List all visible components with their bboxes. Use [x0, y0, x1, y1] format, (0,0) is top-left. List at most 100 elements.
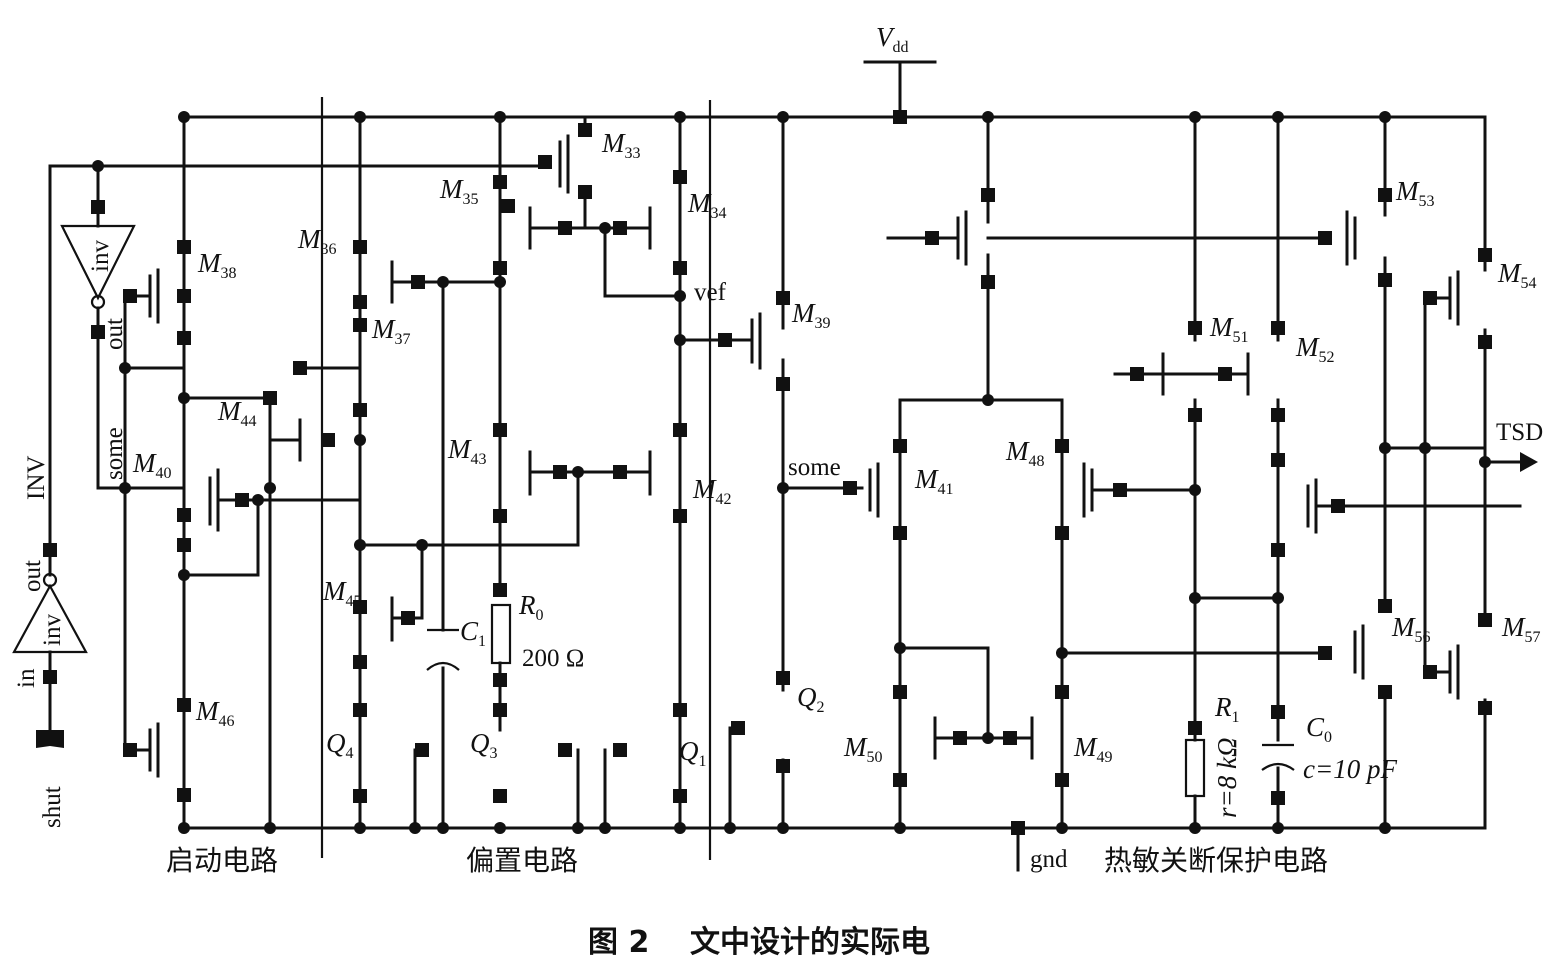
transistor-label-m52: M52: [1295, 332, 1335, 366]
terminal-square: [776, 759, 790, 773]
terminal-square: [177, 788, 191, 802]
terminal-square: [493, 673, 507, 687]
junction-dot: [494, 276, 506, 288]
transistor-label-m46: M46: [195, 696, 235, 730]
terminal-square: [91, 200, 105, 214]
terminal-square: [1478, 701, 1492, 715]
terminal-square: [321, 433, 335, 447]
junction-dot: [409, 822, 421, 834]
terminal-square: [1378, 599, 1392, 613]
junction-dot: [777, 822, 789, 834]
terminal-square: [578, 123, 592, 137]
inv-label: INV: [23, 456, 50, 500]
some-label-q2: some: [788, 454, 841, 481]
terminal-square: [1055, 773, 1069, 787]
junction-dot: [178, 822, 190, 834]
terminal-square: [673, 509, 687, 523]
transistor-label-m34: M34: [687, 188, 727, 222]
junction-dot: [572, 822, 584, 834]
terminal-square: [1271, 705, 1285, 719]
terminal-square: [981, 188, 995, 202]
transistor-label-m50: M50: [843, 732, 883, 766]
junction-dot: [119, 482, 131, 494]
terminal-square: [673, 703, 687, 717]
junction-dot: [1479, 456, 1491, 468]
q4-label: Q4: [326, 728, 354, 762]
terminal-square: [493, 789, 507, 803]
junction-dot: [777, 482, 789, 494]
transistor-label-m38: M38: [197, 248, 237, 282]
inv-gate-label-2: inv: [39, 614, 66, 646]
terminal-square: [177, 508, 191, 522]
terminal-square: [401, 611, 415, 625]
terminal-square: [613, 743, 627, 757]
gnd-label: gnd: [1030, 846, 1068, 873]
junction-dot: [1189, 592, 1201, 604]
out-label-1: out: [101, 318, 128, 350]
junction-dot: [674, 334, 686, 346]
terminal-square: [177, 698, 191, 712]
c1-label: C1: [460, 616, 486, 650]
terminal-square: [1055, 526, 1069, 540]
junction-dot: [494, 822, 506, 834]
terminal-square: [1478, 248, 1492, 262]
terminal-square: [353, 403, 367, 417]
junction-dot: [416, 539, 428, 551]
terminal-square: [353, 600, 367, 614]
junction-dot: [1189, 822, 1201, 834]
terminal-square: [1271, 791, 1285, 805]
junction-dot: [354, 434, 366, 446]
some-label-left: some: [101, 427, 128, 480]
transistor-label-m42: M42: [692, 474, 732, 508]
terminal-square: [177, 289, 191, 303]
terminal-square: [501, 199, 515, 213]
q2-label: Q2: [797, 682, 825, 716]
transistor-label-m41: M41: [914, 464, 954, 498]
terminals: [43, 110, 1492, 835]
terminal-square: [353, 318, 367, 332]
junction-dot: [252, 494, 264, 506]
terminal-square: [1271, 408, 1285, 422]
terminal-square: [123, 743, 137, 757]
shut-label: shut: [39, 786, 66, 828]
terminal-square: [538, 155, 552, 169]
transistor-label-m40: M40: [132, 448, 172, 482]
junction-dot: [1189, 484, 1201, 496]
startup-section-label: 启动电路: [166, 844, 278, 877]
terminal-square: [123, 289, 137, 303]
junction-dot: [178, 392, 190, 404]
terminal-square: [353, 240, 367, 254]
junction-dot: [982, 111, 994, 123]
junction-dot: [264, 822, 276, 834]
terminal-square: [613, 221, 627, 235]
transistor-label-m36: M36: [297, 224, 337, 258]
q1-label: Q1: [679, 736, 707, 770]
terminal-square: [893, 526, 907, 540]
terminal-square: [1188, 321, 1202, 335]
terminal-square: [731, 721, 745, 735]
junction-dot: [1272, 592, 1284, 604]
terminal-square: [1318, 231, 1332, 245]
thermal-section-label: 热敏关断保护电路: [1104, 844, 1328, 877]
transistor-label-m56: M56: [1391, 612, 1431, 646]
terminal-square: [1113, 483, 1127, 497]
terminal-square: [893, 685, 907, 699]
terminal-square: [493, 509, 507, 523]
out-label-2: out: [19, 560, 46, 592]
terminal-square: [177, 538, 191, 552]
terminal-square: [43, 543, 57, 557]
terminal-square: [776, 291, 790, 305]
q3-label: Q3: [470, 728, 498, 762]
junction-dot: [777, 111, 789, 123]
junction-dot: [982, 732, 994, 744]
junction-dot: [1189, 111, 1201, 123]
terminal-square: [553, 465, 567, 479]
terminal-square: [1378, 273, 1392, 287]
terminal-square: [415, 743, 429, 757]
tsd-label: TSD: [1496, 419, 1543, 446]
transistor-label-m53: M53: [1395, 176, 1435, 210]
terminal-square: [353, 703, 367, 717]
terminal-square: [1055, 685, 1069, 699]
terminal-square: [1478, 335, 1492, 349]
